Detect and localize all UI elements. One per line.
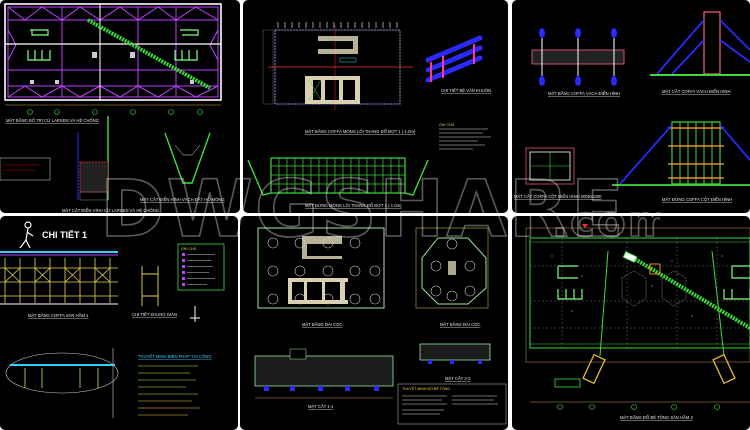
title-section-b: MẶT CẮT ĐIỂN HÌNH VÁCH ĐẤT HỐ MÓNG: [140, 197, 225, 202]
basement-slab-formwork-drawing: CHI TIẾT 1 MẶT BẰNG COFFA SÀN HẦM 1 CHI …: [0, 221, 225, 418]
detail-label: CHI TIẾT 1: [42, 230, 87, 240]
title-column-elevation: MẶT ĐỨNG COFFA CỘT ĐIỂN HÌNH: [662, 197, 732, 202]
title-pile-cap-a: MẶT BẰNG ĐÀI CỌC: [302, 322, 342, 327]
shoring-plan-drawing: MẶT BẰNG BỐ TRÍ CỪ LARSEN VÀ HỆ CHỐNG MẶ…: [0, 3, 225, 213]
title-pile-cap-b: MẶT BẰNG ĐÀI CỌC: [440, 322, 480, 327]
title-section-a: MẶT CẮT ĐIỂN HÌNH CỪ LARSEN VÀ HỆ CHỐNG: [62, 208, 159, 213]
title-slab-plan: MẶT BẰNG COFFA SÀN HẦM 1: [28, 313, 89, 318]
wall-column-formwork-drawing: MẶT BẰNG COFFA VÁCH ĐIỂN HÌNH MẶT CẮT CO…: [514, 11, 750, 202]
method-statement-title: THUYẾT MINH BIỆN PHÁP THI CÔNG: [138, 354, 212, 359]
drawing-panel-basement-slab-formwork: CHI TIẾT 1 MẶT BẰNG COFFA SÀN HẦM 1 CHI …: [0, 216, 238, 430]
note-title: GHI CHÚ: [439, 122, 455, 127]
core-formwork-drawing: MẶT BẰNG COFFA MÓNG LÕI THANG ĐỔ ĐỢT 1 (…: [247, 22, 491, 208]
title-pour-plan: MẶT BẰNG ĐỔ BÊ TÔNG SÀN HẦM 2: [620, 415, 694, 420]
title-section-1: MẶT CẮT 1-1: [308, 404, 334, 409]
drawing-panel-wall-column-formwork: MẶT BẰNG COFFA VÁCH ĐIỂN HÌNH MẶT CẮT CO…: [512, 0, 750, 213]
concrete-pour-drawing: MẶT BẰNG ĐỔ BÊ TÔNG SÀN HẦM 2: [525, 224, 750, 420]
pile-cap-drawing: MẶT BẰNG ĐÀI CỌC MẶT BẰNG ĐÀI CỌC MẶT CẮ…: [254, 227, 507, 425]
title-wall-section: MẶT CẮT COFFA VÁCH ĐIỂN HÌNH: [662, 89, 730, 94]
concrete-note-title: THUYẾT MINH ĐỔ BÊ TÔNG: [402, 386, 450, 391]
title-column-section: MẶT CẮT COFFA CỘT ĐIỂN HÌNH 2000x1000: [514, 194, 602, 199]
drawing-panel-shoring-plan: MẶT BẰNG BỐ TRÍ CỪ LARSEN VÀ HỆ CHỐNG MẶ…: [0, 0, 240, 213]
drawing-panel-core-formwork: MẶT BẰNG COFFA MÓNG LÕI THANG ĐỔ ĐỢT 1 (…: [243, 0, 508, 213]
title-frame-detail: CHI TIẾT KHUNG GIÀN: [132, 312, 177, 317]
title-core-plan: MẶT BẰNG COFFA MÓNG LÕI THANG ĐỔ ĐỢT 1 (…: [305, 129, 416, 134]
title-section-2: MẶT CẮT 2-2: [445, 376, 471, 381]
title-shoring-plan: MẶT BẰNG BỐ TRÍ CỪ LARSEN VÀ HỆ CHỐNG: [6, 118, 99, 123]
legend-note-title: GHI CHÚ: [181, 246, 197, 251]
title-wall-plan: MẶT BẰNG COFFA VÁCH ĐIỂN HÌNH: [548, 91, 620, 96]
drawing-panel-concrete-pour-plan: MẶT BẰNG ĐỔ BÊ TÔNG SÀN HẦM 2: [512, 216, 750, 430]
title-formwork-detail: CHI TIẾT BỆ VÁN KHUÔN: [441, 88, 491, 93]
drawing-panel-pile-caps: MẶT BẰNG ĐÀI CỌC MẶT BẰNG ĐÀI CỌC MẶT CẮ…: [240, 216, 508, 430]
title-core-elevation: MẶT ĐỨNG MÓNG LÕI THANG ĐỔ ĐỢT 1 (-1.0m): [305, 203, 402, 208]
